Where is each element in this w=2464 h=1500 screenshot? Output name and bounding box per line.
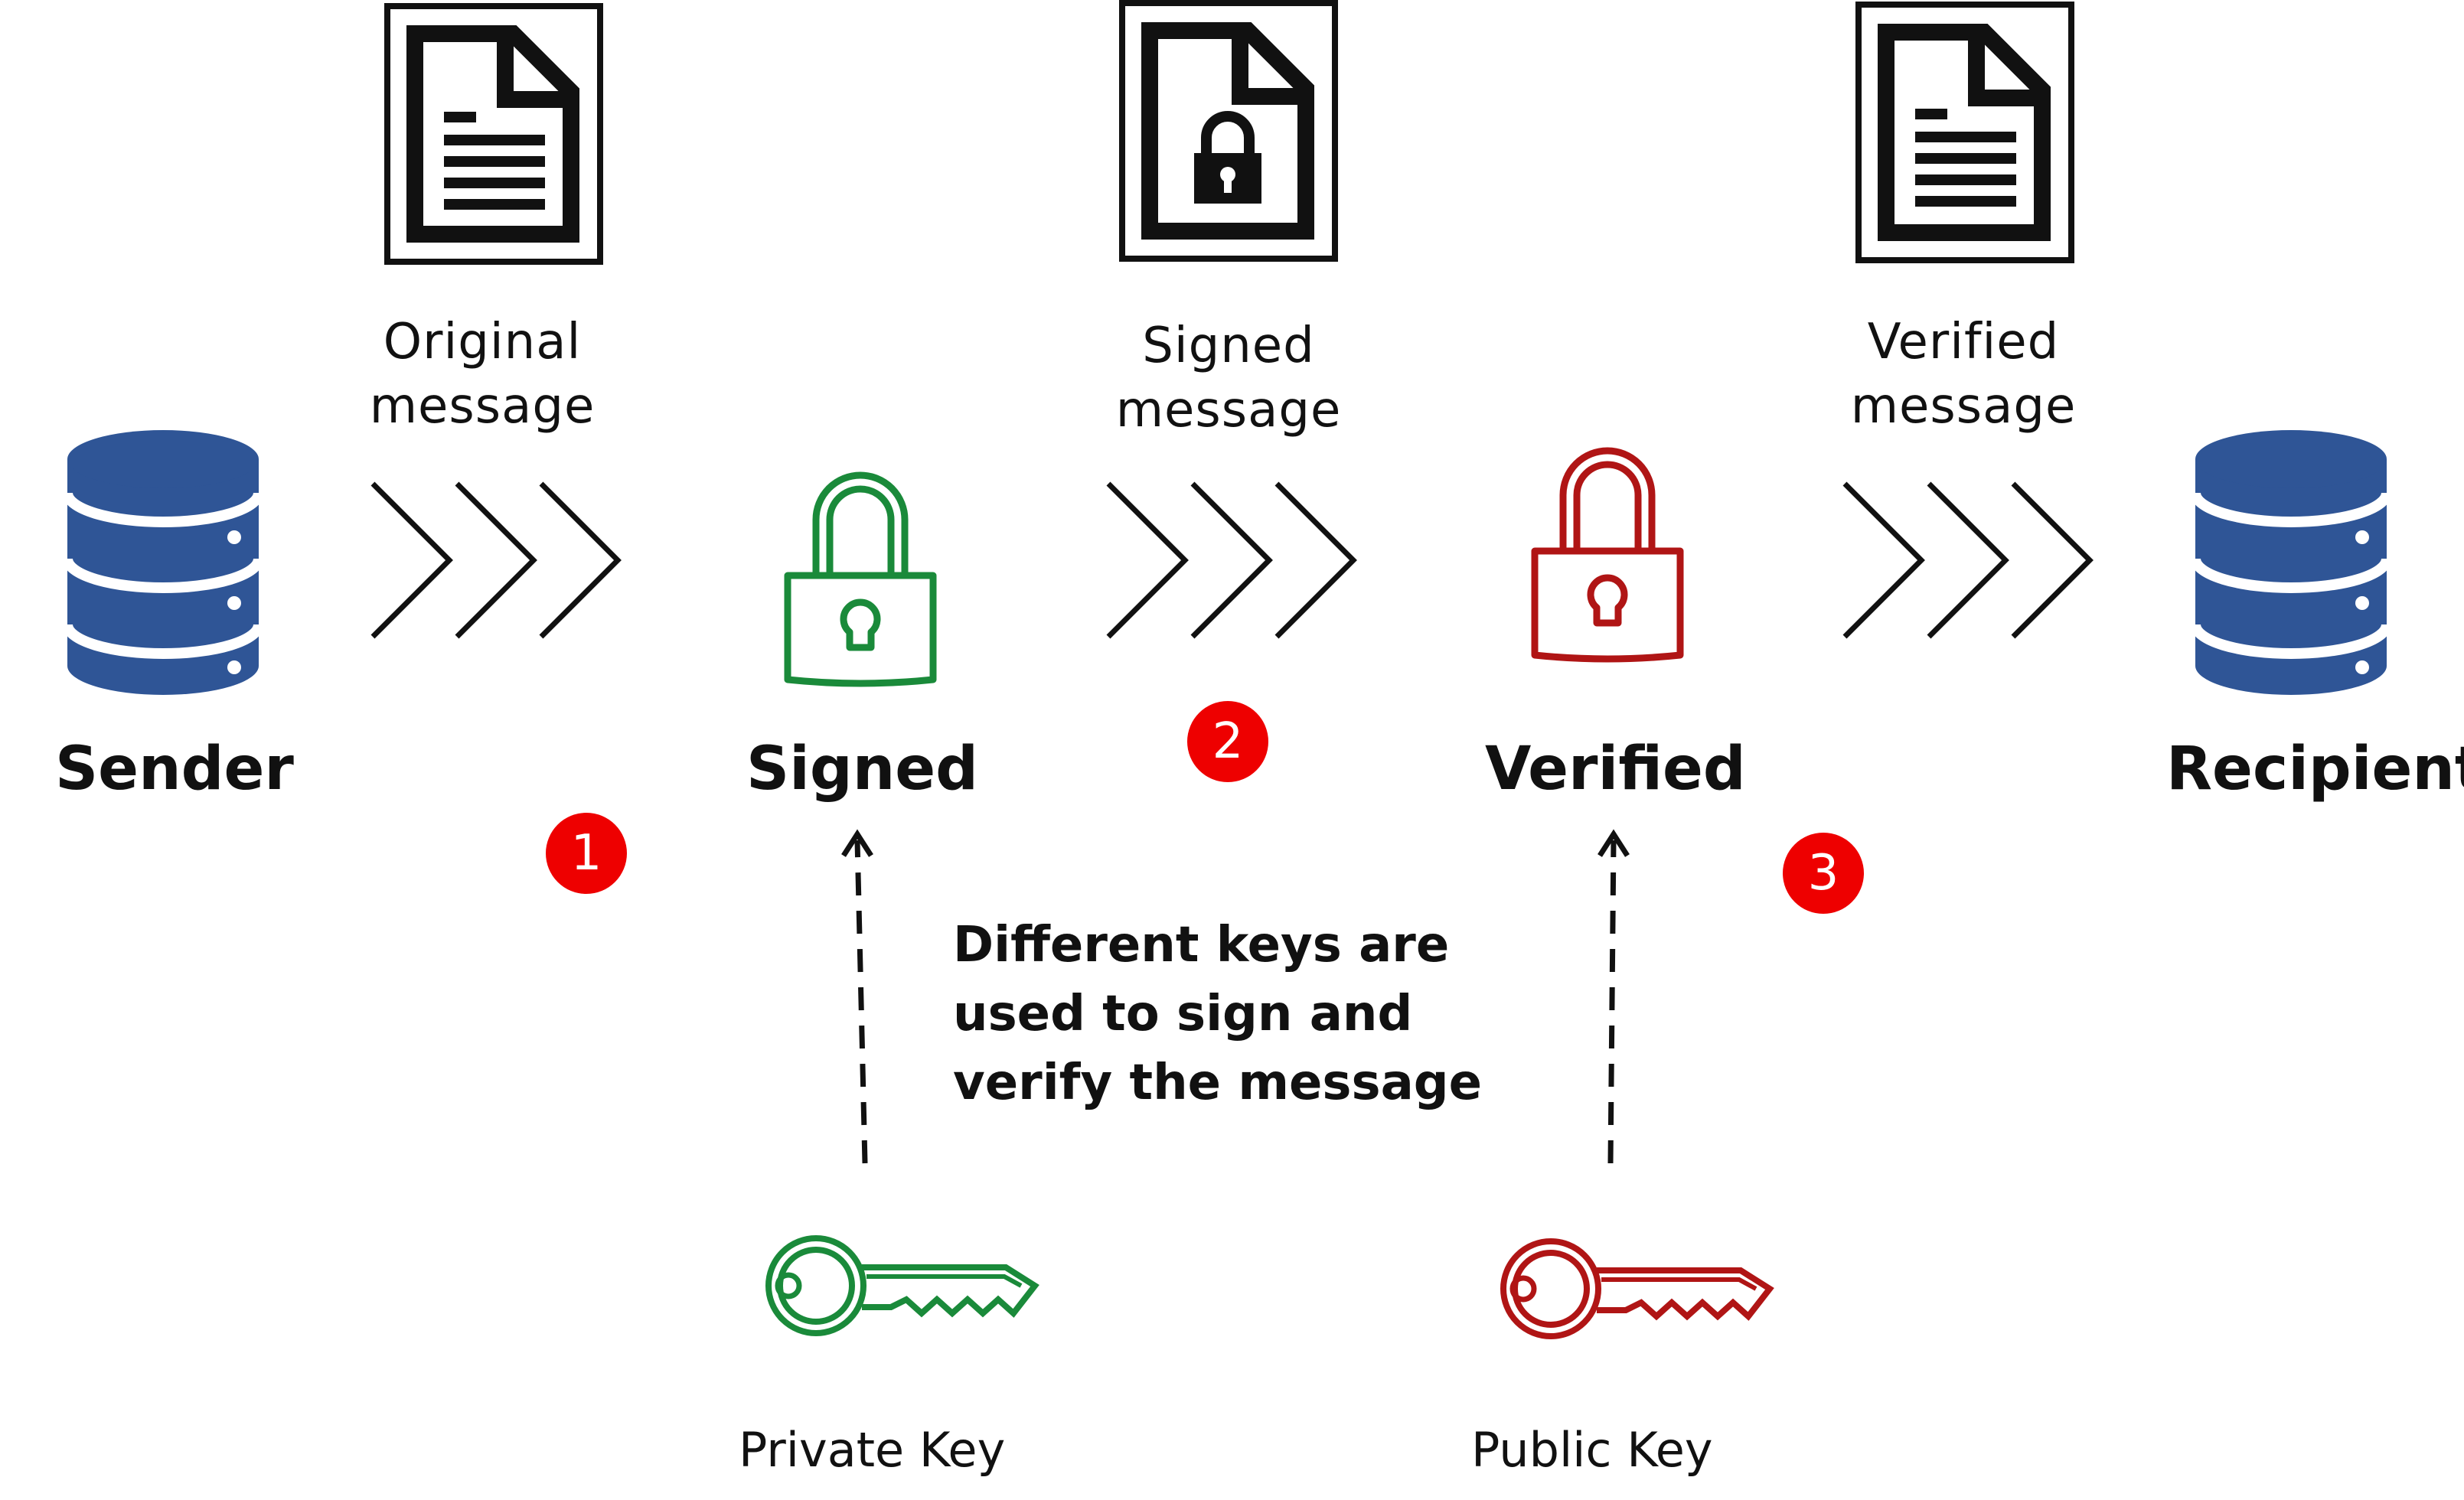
original-message-line-1: Original (383, 314, 582, 370)
recipient-label: Recipient (2166, 735, 2464, 804)
sender-label: Sender (55, 735, 294, 804)
step-badge-3: 3 (1783, 833, 1864, 914)
verified-padlock-icon (1535, 451, 1680, 659)
signed-padlock-icon (788, 475, 933, 683)
verified-message-line-2: message (1850, 378, 2077, 435)
signed-message-line-1: Signed (1142, 318, 1315, 374)
original-message-caption: Original message (360, 310, 605, 439)
step-badge-2: 2 (1187, 701, 1268, 782)
locked-document-icon (1122, 3, 1335, 259)
public-key-label: Public Key (1471, 1422, 1713, 1478)
chevrons-icon-1 (373, 484, 618, 637)
public-key-arrow (1598, 829, 1630, 1164)
signed-message-line-2: message (1115, 382, 1342, 439)
private-key-icon (769, 1238, 1035, 1333)
sender-database-icon (67, 430, 259, 695)
chevrons-icon-2 (1108, 484, 1353, 637)
recipient-database-icon (2195, 430, 2387, 695)
private-key-arrow (841, 829, 873, 1164)
verified-label: Verified (1485, 735, 1746, 804)
signed-label: Signed (746, 735, 979, 804)
step-badge-1: 1 (546, 813, 627, 894)
signed-message-caption: Signed message (1102, 314, 1355, 442)
private-key-label: Private Key (739, 1422, 1006, 1478)
chevrons-icon-3 (1845, 484, 2090, 637)
original-message-line-2: message (369, 378, 596, 435)
verified-document-icon (1859, 5, 2071, 260)
keys-note: Different keys are used to sign and veri… (953, 917, 1482, 1111)
verified-message-caption: Verified message (1837, 310, 2090, 439)
verified-message-line-1: Verified (1867, 314, 2060, 370)
public-key-icon (1503, 1241, 1770, 1336)
original-document-icon (387, 6, 600, 262)
